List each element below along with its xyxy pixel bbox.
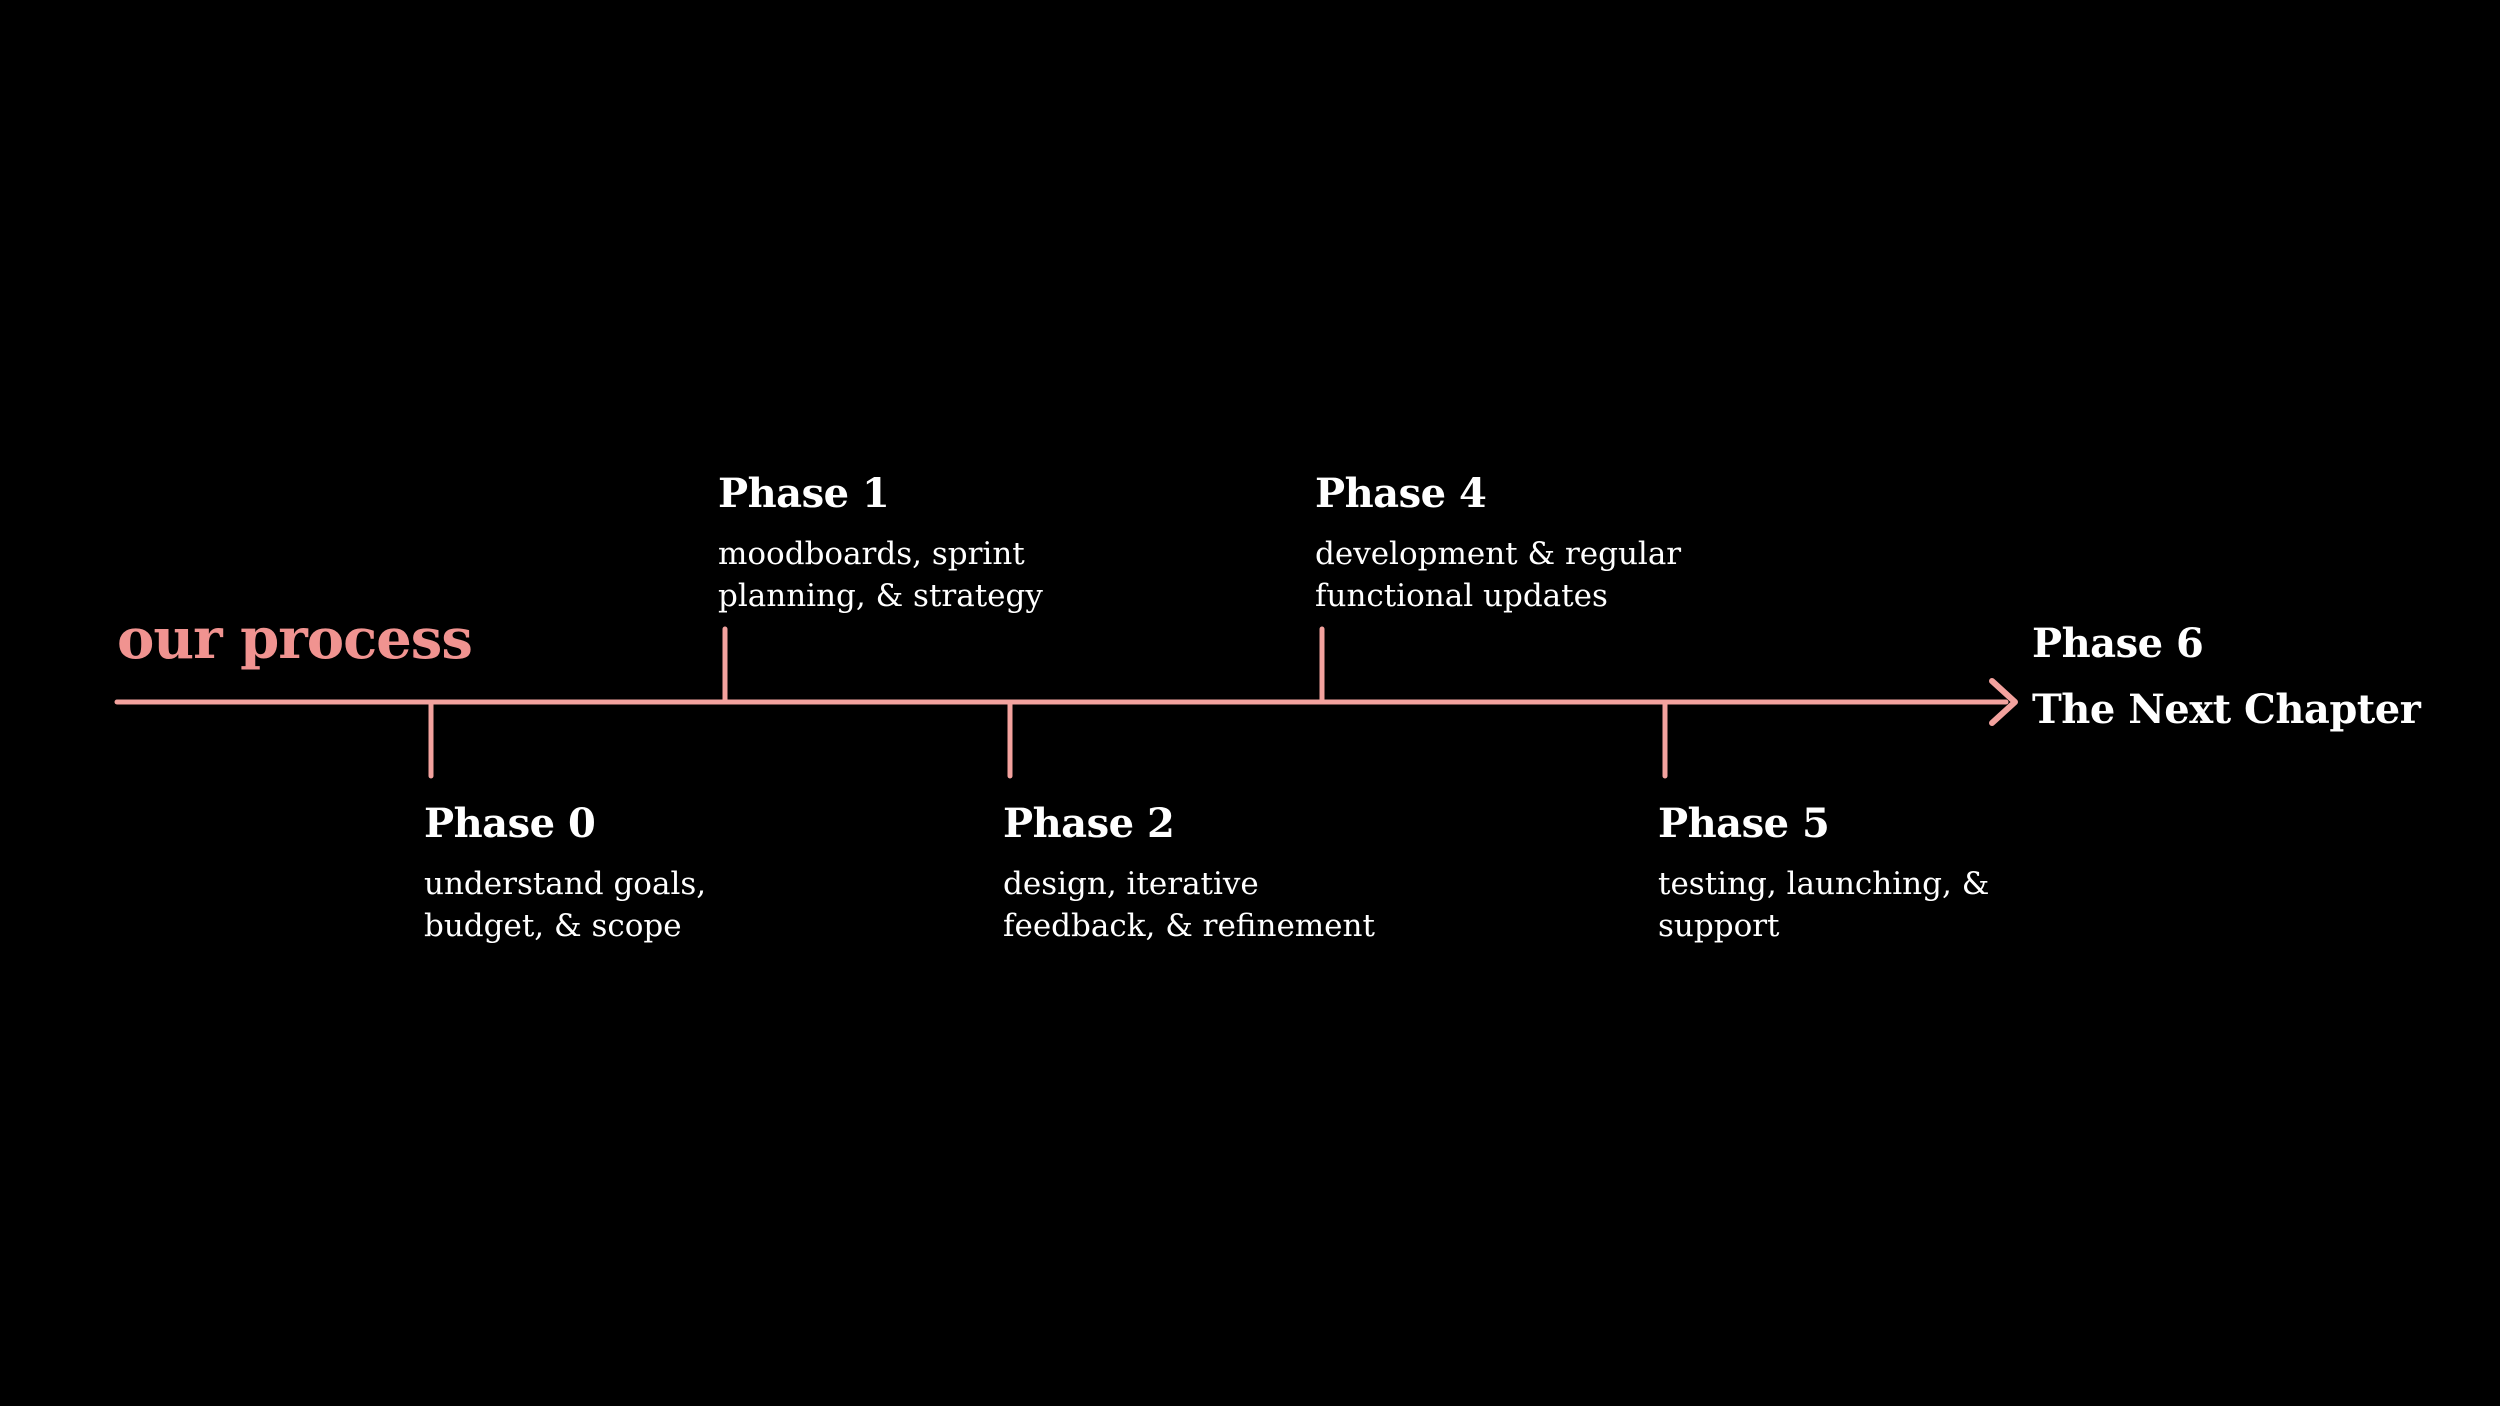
phase-0-title: Phase 0 bbox=[424, 800, 596, 847]
phase-0-block: Phase 0 understand goals, budget, & scop… bbox=[424, 800, 706, 947]
phase-2-description: design, iterative feedback, & refinement bbox=[1003, 866, 1375, 944]
page-title: our process bbox=[117, 606, 473, 672]
phase-4-description: development & regular functional updates bbox=[1315, 536, 1682, 614]
arrowhead-icon bbox=[1989, 678, 2018, 726]
phase-2-title: Phase 2 bbox=[1003, 800, 1175, 847]
phase-1-title: Phase 1 bbox=[718, 470, 890, 517]
phase-4-title: Phase 4 bbox=[1315, 470, 1487, 517]
phase-1-block: Phase 1 moodboards, sprint planning, & s… bbox=[718, 470, 1043, 617]
phase-5-block: Phase 5 testing, launching, & support bbox=[1658, 800, 1989, 947]
phase-6-description: The Next Chapter bbox=[2032, 686, 2421, 733]
phase-5-description: testing, launching, & support bbox=[1658, 866, 1990, 944]
phase-1-description: moodboards, sprint planning, & strategy bbox=[718, 536, 1043, 614]
phase-5-title: Phase 5 bbox=[1658, 800, 1830, 847]
phase-0-description: understand goals, budget, & scope bbox=[424, 866, 707, 944]
phase-2-block: Phase 2 design, iterative feedback, & re… bbox=[1003, 800, 1375, 947]
phase-6-block: Phase 6 The Next Chapter bbox=[2032, 620, 2421, 734]
phase-6-title: Phase 6 bbox=[2032, 620, 2204, 667]
phase-4-block: Phase 4 development & regular functional… bbox=[1315, 470, 1681, 617]
